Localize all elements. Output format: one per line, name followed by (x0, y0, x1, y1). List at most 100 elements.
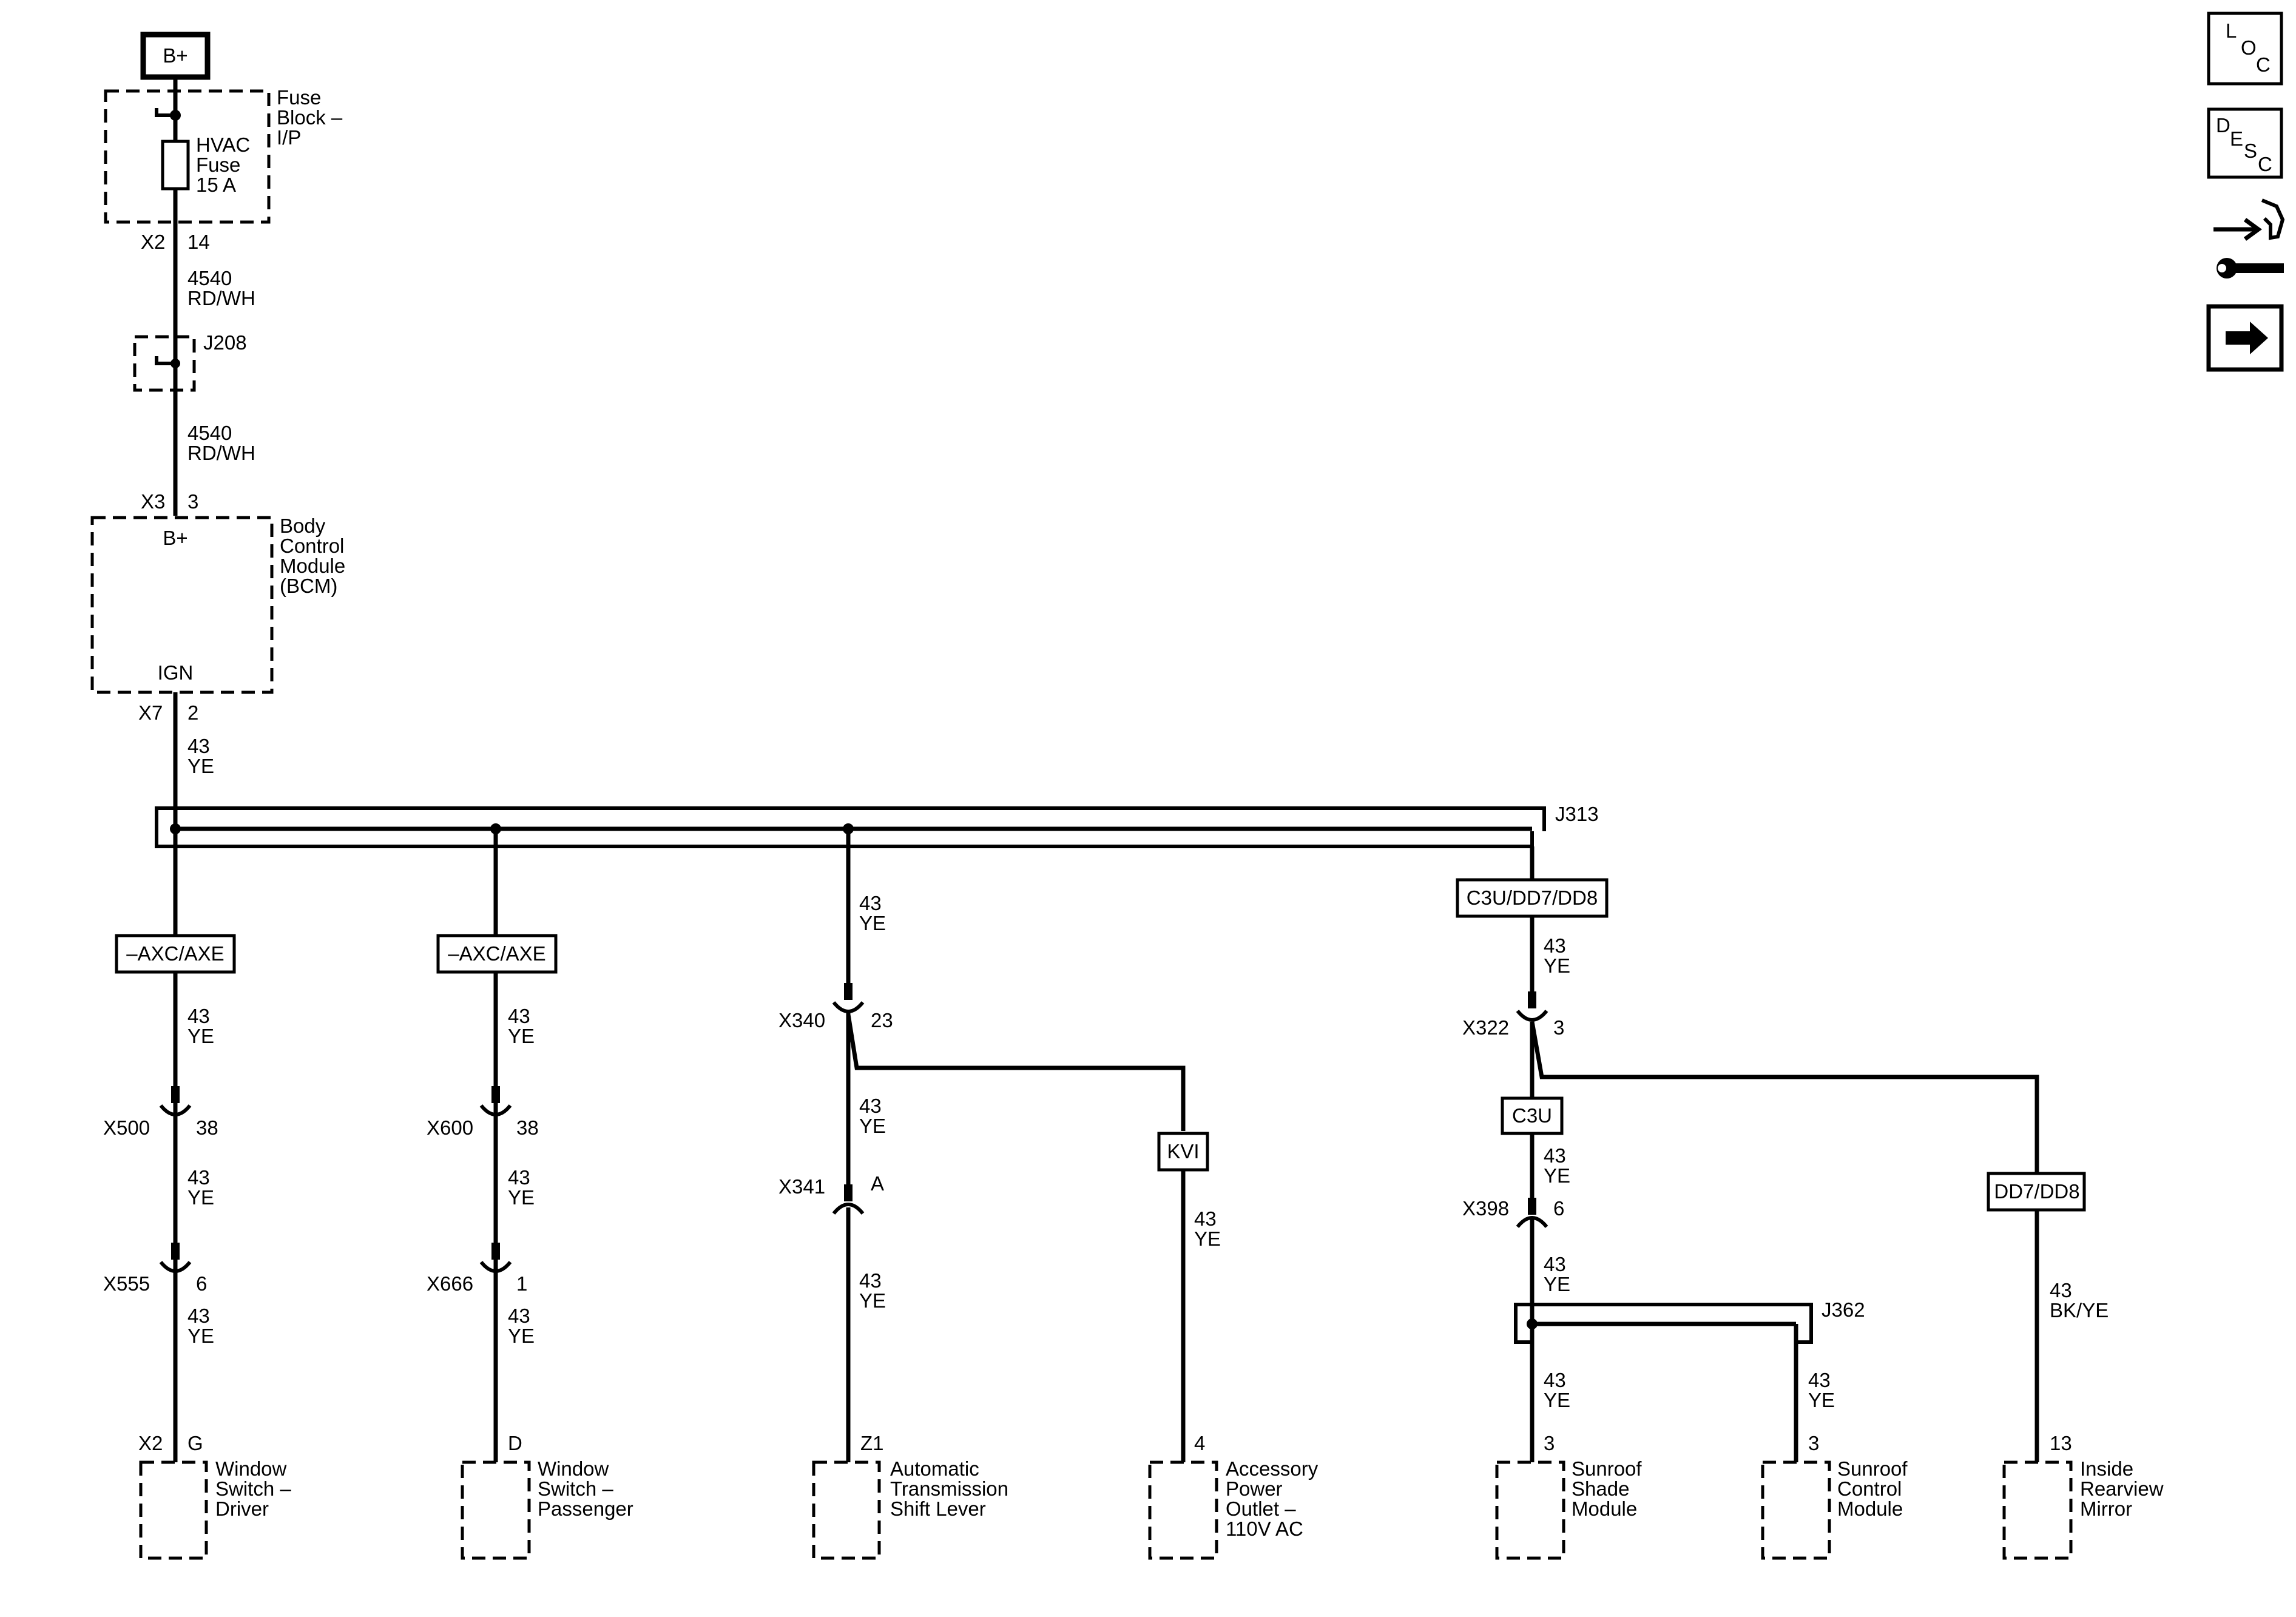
wire-label-shift-b: 43 YE (859, 1095, 887, 1137)
loc-icon[interactable]: L O C (2207, 12, 2283, 86)
bcm-out-wire-label: 43 YE (187, 735, 215, 777)
option-label-c3u-dd7-dd8: C3U/DD7/DD8 (1467, 886, 1598, 909)
bcm-x7-pin: 2 (187, 701, 198, 724)
connector-x555-pin (171, 1243, 180, 1260)
device-inside-rearview-mirror (2002, 1460, 2073, 1560)
connector-x666-label: X666 (427, 1272, 473, 1295)
svg-text:S: S (2244, 140, 2257, 162)
connector-x340-label: X340 (778, 1009, 825, 1031)
j362-splice-pack (1514, 1303, 1813, 1344)
svg-text:L: L (2226, 19, 2237, 42)
device-sunroof-shade-module (1495, 1460, 1565, 1560)
connector-x322-pin (1528, 991, 1536, 1008)
device-power-outlet (1148, 1460, 1218, 1560)
device-window-switch-passenger (461, 1460, 531, 1560)
wire-label-driver-b: 43 YE (187, 1166, 215, 1209)
connector-x340-socket (832, 1001, 865, 1013)
connector-x398-pin (1528, 1198, 1536, 1215)
device-sunroof-control-module (1761, 1460, 1831, 1560)
connector-x666-pin (491, 1243, 500, 1260)
connector-x341-pin (844, 1184, 853, 1201)
connector-x500-pin (171, 1086, 180, 1103)
svg-text:O: O (2241, 36, 2257, 59)
device-window-switch-driver (139, 1460, 208, 1560)
wire-outlet-jumper (846, 1014, 1186, 1131)
connector-x398-pin-label: 6 (1553, 1197, 1564, 1220)
option-label-driver: –AXC/AXE (126, 942, 224, 965)
wire-mirror-jumper (1530, 1021, 2039, 1173)
connector-x341-label: X341 (778, 1175, 825, 1198)
branch-mirror: DD7/DD8 43 BK/YE 13 Inside Rearview Mirr… (1987, 1172, 2169, 1560)
connector-x555-socket (159, 1261, 192, 1273)
j313-splice-pack (155, 806, 1546, 848)
j362-splice-pack-left (1514, 1323, 1532, 1344)
fuse-block-bus-stub (155, 108, 175, 117)
connector-x500-socket (159, 1104, 192, 1116)
fuse-pin-label: 14 (187, 231, 210, 253)
connector-x500-pin-label: 38 (196, 1116, 218, 1139)
j208-label: J208 (203, 331, 247, 354)
j362-dot (1527, 1318, 1538, 1329)
tools-icon[interactable] (2213, 198, 2285, 279)
connector-x600-label: X600 (427, 1116, 473, 1139)
branch-window-passenger: –AXC/AXE 43 YE X600 38 43 YE X666 1 43 Y… (427, 829, 633, 1560)
device-passenger-label: Window Switch – Passenger (538, 1457, 633, 1520)
connector-x322-label: X322 (1462, 1016, 1509, 1039)
device-outlet-pin: 4 (1194, 1432, 1205, 1454)
wire-label-sunroof-control: 43 YE (1808, 1369, 1836, 1411)
wire-label-driver-a: 43 YE (187, 1005, 215, 1047)
bcm-x3-pin: 3 (187, 490, 198, 513)
device-outlet-label: Accessory Power Outlet – 110V AC (1226, 1457, 1323, 1540)
next-arrow-icon[interactable] (2206, 304, 2284, 372)
device-mirror-pin: 13 (2050, 1432, 2072, 1454)
wire-label-sunroof-b: 43 YE (1544, 1144, 1572, 1187)
device-control-pin: 3 (1808, 1432, 1819, 1454)
fuse-block-label: Fuse Block – I/P (277, 86, 348, 149)
option-label-c3u: C3U (1512, 1104, 1552, 1127)
svg-text:C: C (2256, 53, 2271, 76)
device-mirror-label: Inside Rearview Mirror (2080, 1457, 2169, 1520)
branch-power-outlet: KVI 43 YE 4 Accessory Power Outlet – 110… (1148, 1132, 1323, 1560)
j208-splice-outline (133, 335, 196, 392)
bcm-x3-label: X3 (141, 490, 165, 513)
connector-x398-label: X398 (1462, 1197, 1509, 1220)
wire-label-shift-c: 43 YE (859, 1269, 887, 1312)
wire-label-shift-a: 43 YE (859, 892, 887, 934)
j208-stub (155, 356, 175, 365)
connector-x555-pin-label: 6 (196, 1272, 207, 1295)
connector-x398-socket (1516, 1216, 1548, 1228)
option-label-passenger: –AXC/AXE (448, 942, 545, 965)
option-label-kvi: KVI (1167, 1140, 1199, 1163)
fuse-connector-label: X2 (141, 231, 165, 253)
wire-label-outlet: 43 YE (1194, 1207, 1222, 1250)
desc-icon[interactable]: D E S C (2207, 107, 2283, 179)
connector-x666-socket (479, 1261, 512, 1273)
connector-x600-socket (479, 1104, 512, 1116)
connector-x500-label: X500 (103, 1116, 150, 1139)
svg-text:E: E (2230, 127, 2243, 150)
wire-label-sunroof-shade: 43 YE (1544, 1369, 1572, 1411)
connector-x322-pin-label: 3 (1553, 1016, 1564, 1039)
connector-x340-pin (844, 983, 853, 1000)
bcm-ign-pin-label: IGN (158, 661, 194, 684)
branch-sunroof: C3U/DD7/DD8 43 YE X322 3 C3U 43 YE X398 … (1456, 846, 2039, 1560)
battery-source-label: B+ (163, 44, 187, 67)
wire-label-sunroof-a: 43 YE (1544, 934, 1572, 977)
option-box-passenger (436, 934, 558, 974)
svg-text:D: D (2216, 114, 2230, 137)
j362-label: J362 (1822, 1298, 1865, 1321)
wire-label-passenger-b: 43 YE (508, 1166, 536, 1209)
device-shift-label: Automatic Transmission Shift Lever (890, 1457, 1014, 1520)
wire-label-driver-c: 43 YE (187, 1305, 215, 1347)
connector-x600-pin-label: 38 (516, 1116, 539, 1139)
bcm-name-label: Body Control Module (BCM) (280, 515, 351, 597)
device-shift-pin: Z1 (860, 1432, 884, 1454)
device-shift-lever (812, 1460, 881, 1560)
wire-4540-label-1: 4540 RD/WH (187, 267, 255, 309)
bcm-x7-label: X7 (138, 701, 163, 724)
device-control-label: Sunroof Control Module (1837, 1457, 1913, 1520)
connector-x341-pin-label: A (871, 1172, 884, 1195)
wire-4540-label-2: 4540 RD/WH (187, 422, 255, 464)
wire-label-passenger-a: 43 YE (508, 1005, 536, 1047)
